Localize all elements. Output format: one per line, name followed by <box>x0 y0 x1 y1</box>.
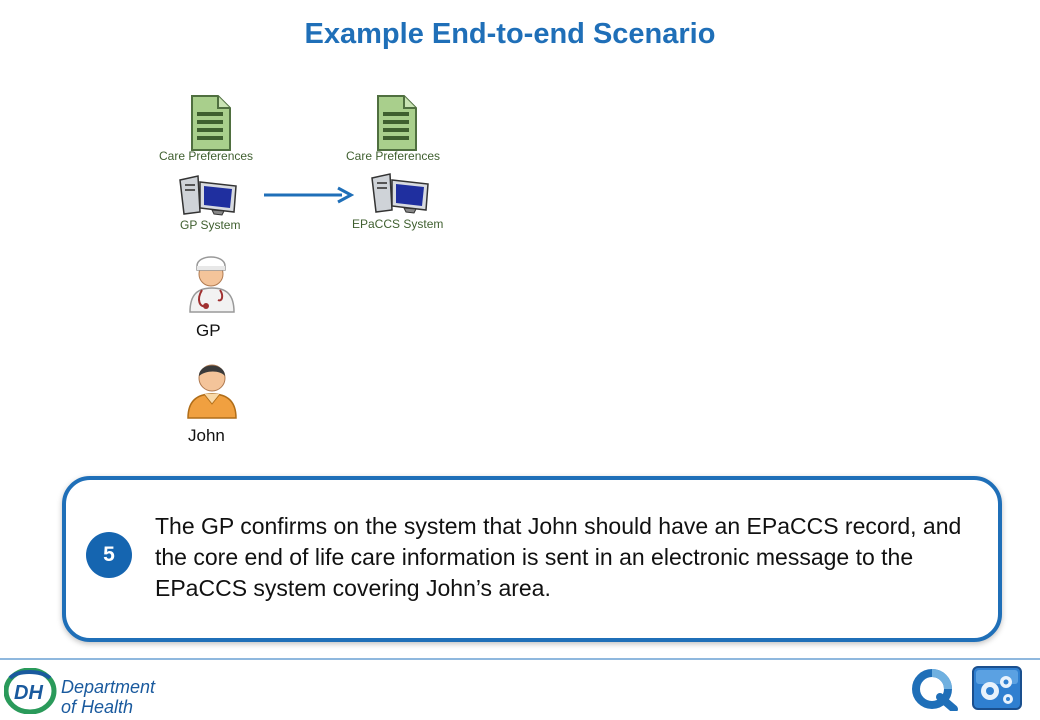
left-document-label: Care Preferences <box>159 149 254 163</box>
dh-logo-line2: of Health <box>61 697 134 717</box>
left-system-label: GP System <box>180 218 241 232</box>
step-number-badge: 5 <box>86 532 132 578</box>
doctor-icon <box>184 248 240 319</box>
patient-label: John <box>188 426 225 445</box>
person-icon <box>184 356 240 425</box>
gp-label: GP <box>196 321 221 340</box>
document-icon <box>374 94 418 157</box>
computer-icon <box>178 174 240 221</box>
arrow-right-icon <box>262 185 355 210</box>
step-description: The GP confirms on the system that John … <box>155 513 962 601</box>
computer-icon <box>370 172 432 219</box>
dh-logo-initials: DH <box>14 682 43 704</box>
dh-logo-line1: Department <box>61 677 156 697</box>
page-title: Example End-to-end Scenario <box>304 18 716 50</box>
footer-divider <box>0 658 1040 660</box>
gear-app-icon <box>972 666 1022 715</box>
quality-logo-icon <box>910 667 960 716</box>
right-document-label: Care Preferences <box>346 149 441 163</box>
dh-logo-text: Department of Health <box>61 677 155 717</box>
step-callout-box <box>62 476 1002 642</box>
document-icon <box>188 94 232 157</box>
right-system-label: EPaCCS System <box>352 217 444 231</box>
dh-logo-icon: DH <box>3 667 62 719</box>
